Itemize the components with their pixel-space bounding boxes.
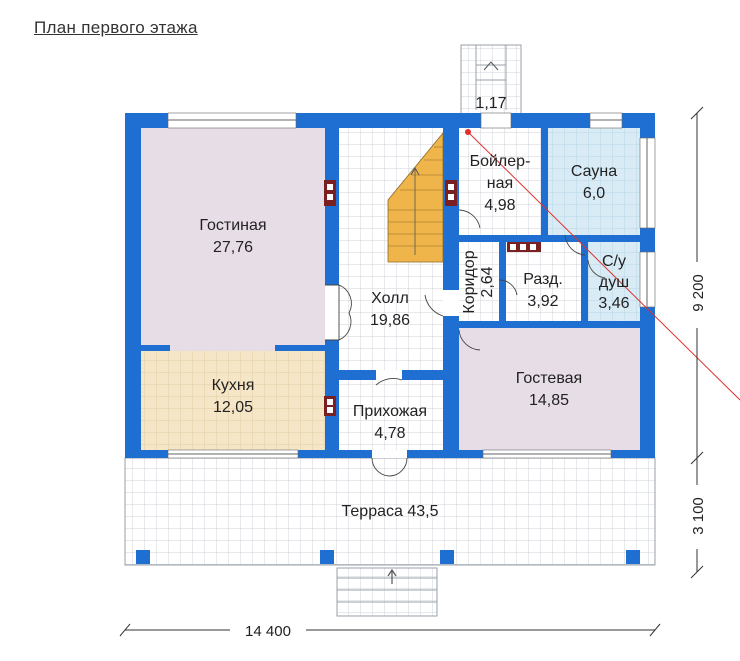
- label-boiler-line2: ная: [487, 175, 513, 192]
- staircase: [387, 131, 444, 263]
- label-razd-area: 3,92: [527, 293, 558, 310]
- entry-steps: [336, 567, 438, 617]
- plan-title: План первого этажа: [34, 18, 198, 37]
- label-su-area: 3,46: [598, 295, 629, 312]
- room-boiler: [459, 128, 541, 235]
- label-koridor-name: Коридор: [461, 250, 478, 313]
- room-gostevaya: [459, 328, 640, 450]
- heaters: [324, 180, 541, 416]
- terrace-floor: [124, 457, 656, 566]
- dim-depth-terrace-label: 3 100: [690, 497, 707, 535]
- label-sauna-area: 6,0: [583, 185, 605, 202]
- room-kuhnya: [141, 351, 325, 450]
- label-gostevaya-name: Гостевая: [516, 370, 582, 387]
- label-gostinaya-area: 27,76: [213, 239, 253, 256]
- label-boiler-area: 4,98: [484, 197, 515, 214]
- guide-line: [467, 131, 740, 401]
- label-koridor-area: 2,64: [479, 266, 496, 297]
- windows: [167, 112, 656, 459]
- room-prihozhaya: [339, 380, 443, 450]
- label-gostinaya-name: Гостиная: [199, 217, 266, 234]
- label-sauna-name: Сауна: [571, 163, 617, 180]
- label-holl-name: Холл: [371, 290, 409, 307]
- label-kuhnya-area: 12,05: [213, 399, 253, 416]
- label-prihozhaya-area: 4,78: [374, 425, 405, 442]
- doors: [325, 209, 606, 477]
- label-terrasa: Терраса 43,5: [342, 503, 439, 520]
- room-su: [588, 242, 640, 321]
- label-razd-name: Разд.: [523, 271, 563, 288]
- label-boiler-line1: Бойлер-: [470, 153, 531, 170]
- label-holl-area: 19,86: [370, 312, 410, 329]
- room-gostinaya: [141, 128, 325, 345]
- label-su-line1: С/у: [602, 253, 626, 270]
- label-kuhnya-name: Кухня: [212, 377, 255, 394]
- label-porch-area: 1,17: [475, 95, 506, 112]
- label-gostevaya-area: 14,85: [529, 392, 569, 409]
- dimension-width: [119, 623, 661, 637]
- room-razd: [506, 242, 581, 321]
- room-sauna: [548, 128, 640, 235]
- terrace-columns: [136, 550, 640, 564]
- label-prihozhaya-name: Прихожая: [353, 403, 427, 420]
- label-su-line2: душ: [599, 274, 629, 291]
- room-koridor: [459, 242, 499, 321]
- dim-width-label: 14 400: [245, 623, 291, 640]
- dim-depth-main-label: 9 200: [690, 274, 707, 312]
